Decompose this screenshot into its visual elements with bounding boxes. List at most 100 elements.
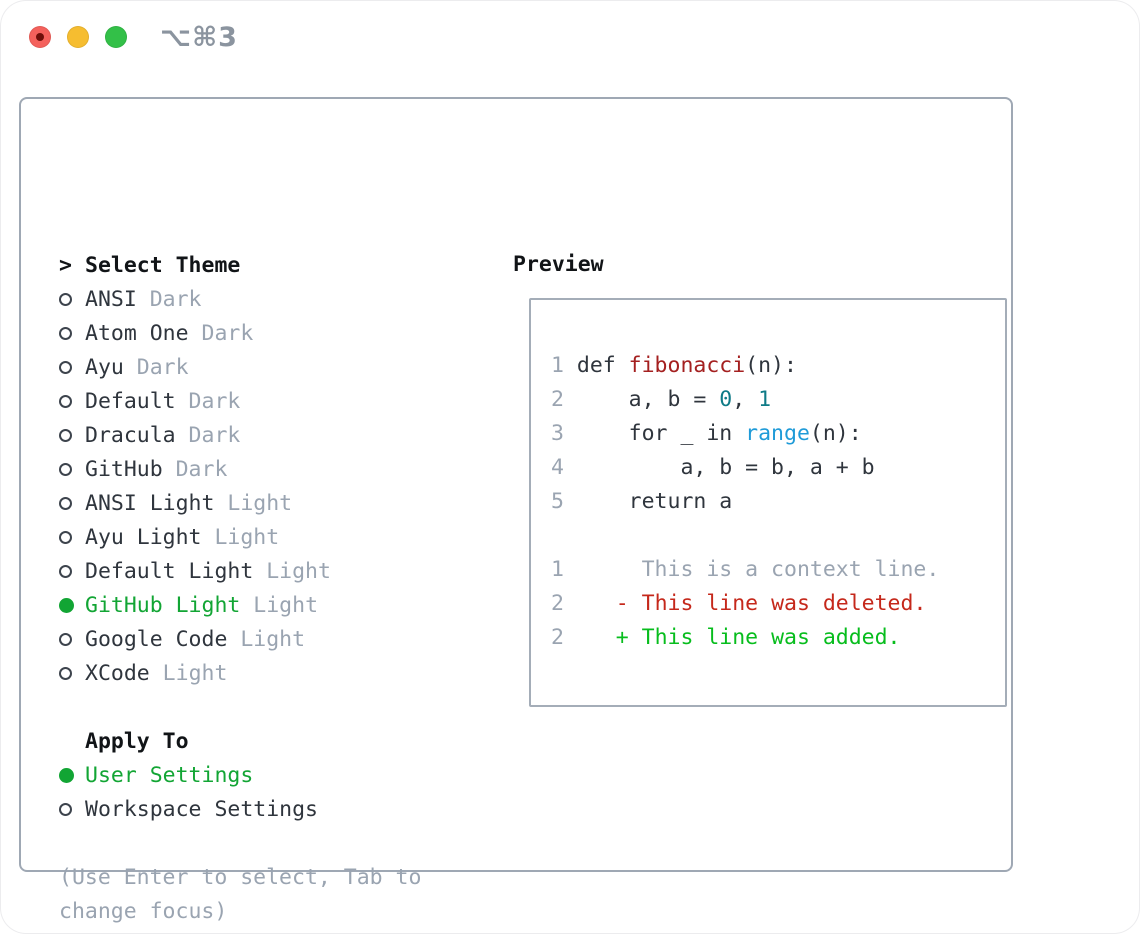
preview-blank-line <box>551 519 1005 553</box>
apply-to-header-label: Apply To <box>85 728 189 754</box>
preview-line: 4 a, b = b, a + b <box>551 451 1005 485</box>
line-number: 2 <box>551 387 577 412</box>
code-segment-code: def <box>576 353 629 378</box>
apply-option-workspace-settings[interactable]: Workspace Settings <box>59 792 499 826</box>
theme-name: GitHub <box>85 456 163 482</box>
theme-variant-label: Light <box>149 660 228 686</box>
code-segment-builtin: range <box>745 421 810 446</box>
traffic-light-minimize-button[interactable] <box>67 26 89 48</box>
theme-item-default-dark[interactable]: Default Dark <box>59 384 499 418</box>
radio-selected-icon <box>59 767 85 783</box>
radio-unselected-icon <box>59 530 72 544</box>
theme-item-ayu-light[interactable]: Ayu Light Light <box>59 520 499 554</box>
theme-name: Default <box>85 388 176 414</box>
code-segment-code: (n): <box>745 353 797 378</box>
spacer-row <box>59 826 499 860</box>
help-text: change focus) <box>59 898 228 924</box>
focus-cursor: > <box>59 252 72 278</box>
line-number: 1 <box>551 353 577 378</box>
theme-variant-label: Dark <box>175 422 241 448</box>
radio-unselected-icon <box>59 530 85 544</box>
theme-name: Default Light <box>85 558 254 584</box>
select-theme-header-label: Select Theme <box>85 252 241 278</box>
theme-variant-label: Dark <box>162 456 228 482</box>
preview-blank-line <box>551 655 1005 689</box>
theme-variant-label: Light <box>227 626 306 652</box>
radio-selected-icon <box>59 767 74 783</box>
apply-option-label: User Settings <box>85 762 254 788</box>
theme-item-xcode[interactable]: XCode Light <box>59 656 499 690</box>
radio-unselected-icon <box>59 632 72 646</box>
apply-to-header: Apply To <box>59 724 499 758</box>
radio-unselected-icon <box>59 326 72 340</box>
preview-line: 2 + This line was added. <box>551 621 1005 655</box>
radio-unselected-icon <box>59 666 85 680</box>
radio-unselected-icon <box>59 564 72 578</box>
theme-name: Atom One <box>85 320 189 346</box>
preview-title: Preview <box>513 252 604 277</box>
theme-item-atom-one-dark[interactable]: Atom One Dark <box>59 316 499 350</box>
theme-variant-label: Dark <box>136 286 202 312</box>
theme-item-dracula-dark[interactable]: Dracula Dark <box>59 418 499 452</box>
help-text: (Use Enter to select, Tab to <box>59 864 422 890</box>
line-number: 2 <box>551 591 577 616</box>
theme-item-github-dark[interactable]: GitHub Dark <box>59 452 499 486</box>
radio-unselected-icon <box>59 632 85 646</box>
radio-unselected-icon <box>59 292 72 306</box>
preview-line: 1 def fibonacci(n): <box>551 349 1005 383</box>
radio-selected-icon <box>59 597 74 613</box>
theme-variant-label: Light <box>240 592 319 618</box>
line-number: 5 <box>551 489 577 514</box>
radio-unselected-icon <box>59 360 72 374</box>
code-segment-add: + This line was added. <box>615 625 901 650</box>
radio-unselected-icon <box>59 802 72 816</box>
theme-name: Google Code <box>85 626 228 652</box>
traffic-light-zoom-button[interactable] <box>105 26 127 48</box>
preview-line: 5 return a <box>551 485 1005 519</box>
radio-unselected-icon <box>59 428 72 442</box>
traffic-light-close-button[interactable] <box>29 26 51 48</box>
code-segment-number: 1 <box>758 387 772 412</box>
code-segment-func: fibonacci <box>628 353 746 378</box>
radio-unselected-icon <box>59 462 72 476</box>
theme-item-default-light[interactable]: Default Light Light <box>59 554 499 588</box>
radio-unselected-icon <box>59 292 85 306</box>
theme-item-ansi-light[interactable]: ANSI Light Light <box>59 486 499 520</box>
theme-variant-label: Light <box>253 558 331 584</box>
theme-item-google-code[interactable]: Google Code Light <box>59 622 499 656</box>
preview-blank-line <box>551 315 1005 349</box>
radio-selected-icon <box>59 597 85 613</box>
radio-unselected-icon <box>59 666 72 680</box>
radio-unselected-icon <box>59 428 85 442</box>
radio-unselected-icon <box>59 394 72 408</box>
radio-unselected-icon <box>59 802 85 816</box>
code-segment-code: for _ in <box>576 421 746 446</box>
theme-item-ayu-dark[interactable]: Ayu Dark <box>59 350 499 384</box>
code-segment-del: - This line was deleted. <box>615 591 927 616</box>
theme-name: Dracula <box>85 422 176 448</box>
code-segment-code: a, b = b, a + b <box>576 455 875 480</box>
theme-item-ansi-dark[interactable]: ANSI Dark <box>59 282 499 316</box>
theme-variant-label: Dark <box>123 354 189 380</box>
spacer-row <box>59 690 499 724</box>
preview-line: 1 This is a context line. <box>551 553 1005 587</box>
preview-line: 2 - This line was deleted. <box>551 587 1005 621</box>
preview-line: 2 a, b = 0, 1 <box>551 383 1005 417</box>
code-segment-code <box>577 591 616 616</box>
theme-name: ANSI <box>85 286 137 312</box>
apply-option-user-settings[interactable]: User Settings <box>59 758 499 792</box>
theme-item-github-light[interactable]: GitHub Light Light <box>59 588 499 622</box>
theme-name: XCode <box>85 660 150 686</box>
code-segment-code: (n): <box>809 421 862 446</box>
theme-name: Ayu Light <box>85 524 202 550</box>
line-number: 3 <box>551 421 577 446</box>
radio-unselected-icon <box>59 462 85 476</box>
theme-variant-label: Dark <box>188 320 254 346</box>
code-segment-code: a, b = <box>576 387 720 412</box>
radio-unselected-icon <box>59 326 85 340</box>
